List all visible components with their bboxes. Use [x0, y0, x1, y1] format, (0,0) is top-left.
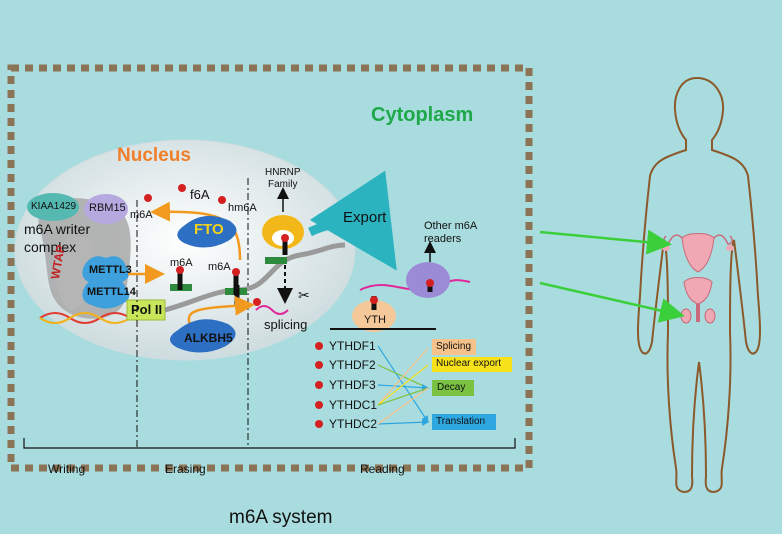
human-body-silhouette: [637, 76, 761, 494]
outcome-box-nuclear-export: [432, 357, 512, 372]
uterus-icon: [662, 233, 734, 273]
yth-label: YTH: [364, 314, 386, 326]
male-reproductive-icon: [680, 277, 716, 324]
m6a-dot-1: [176, 266, 184, 274]
stage-writing: Writing: [48, 462, 86, 476]
m6a-label-mid-2: m6A: [208, 261, 231, 273]
dot-m6a-left: [144, 194, 152, 202]
arrow-to-uterus: [539, 229, 672, 255]
outcome-box-splicing: [432, 339, 476, 355]
arrow-to-male-organ: [539, 281, 685, 323]
arrow-alkbh5-loop: [187, 295, 255, 326]
dna-helix-a: [39, 312, 131, 324]
reader-ythdc1: YTHDC1: [329, 398, 378, 412]
rbm15-ellipse: [84, 194, 128, 224]
other-readers-label-1: Other m6A: [424, 220, 478, 232]
hnrnp-dot: [281, 234, 289, 242]
reader-ythdc2: YTHDC2: [329, 417, 378, 431]
hm6a-label: hm6A: [228, 202, 257, 214]
reader-bullet-5: [315, 420, 323, 428]
reader-bullet-2: [315, 361, 323, 369]
dot-f6a: [178, 184, 186, 192]
bracket-writing: [23, 438, 137, 449]
fto-blob: [177, 215, 237, 248]
m6a-label-left: m6A: [130, 209, 153, 221]
export-label: Export: [343, 209, 387, 226]
outcome-translation: Translation: [436, 416, 486, 427]
reader-bullet-4: [315, 401, 323, 409]
stage-reading: Reading: [360, 462, 405, 476]
reader-outcome-arrows: [377, 345, 430, 426]
mettl14-blob: [82, 278, 130, 309]
outcome-box-translation: [432, 414, 496, 430]
m6a-label-mid-1: m6A: [170, 257, 193, 269]
bracket-reading: [248, 438, 516, 449]
mettl3-label: METTL3: [89, 264, 132, 276]
dot-hm6a: [218, 196, 226, 204]
splicing-fragment: [255, 305, 289, 315]
exon-3: [265, 257, 287, 264]
reader-ythdf1: YTHDF1: [329, 339, 376, 353]
dashed-border-frame: [7, 64, 533, 472]
rbm15-label: RBM15: [89, 202, 126, 214]
cytoplasm-title: Cytoplasm: [371, 104, 474, 126]
yth-dot: [370, 296, 378, 304]
writer-complex-label-1: m6A writer: [24, 221, 91, 237]
kiaa1429-label: KIAA1429: [31, 201, 77, 212]
mettl14-label: METTL14: [87, 286, 136, 298]
hnrnp-label-2: Family: [268, 179, 298, 190]
fto-label: FTO: [194, 221, 224, 238]
splicing-label: splicing: [264, 317, 308, 332]
m6a-dot-2: [232, 268, 240, 276]
hnrnp-label-1: HNRNP: [265, 167, 301, 178]
page-title: m6A system: [229, 507, 333, 528]
outcome-decay: Decay: [437, 382, 466, 393]
reader-ythdf2: YTHDF2: [329, 358, 376, 372]
nucleus-title: Nucleus: [117, 145, 191, 166]
outcome-nuclear-export: Nuclear export: [436, 358, 502, 369]
yth-protein: [352, 300, 396, 332]
stage-erasing: Erasing: [165, 462, 206, 476]
kiaa1429-ellipse: [27, 193, 79, 221]
writer-complex-label-2: complex: [24, 239, 77, 255]
outcome-splicing: Splicing: [436, 341, 472, 352]
pol-ii-label: Pol II: [131, 302, 163, 317]
reader-ythdf3: YTHDF3: [329, 378, 376, 392]
alkbh5-blob: [170, 319, 236, 353]
reader-bullet-1: [315, 342, 323, 350]
other-readers-label-2: readers: [424, 233, 462, 245]
f6a-label: f6A: [190, 187, 210, 202]
reader-bullet-3: [315, 381, 323, 389]
alkbh5-label: ALKBH5: [184, 331, 233, 345]
export-arrow: [308, 170, 397, 271]
dna-helix-b: [39, 312, 131, 324]
scissors-icon: ✂: [298, 288, 310, 304]
other-reader-dot: [426, 279, 434, 287]
dot-eraser: [253, 298, 261, 306]
outcome-box-decay: [432, 380, 474, 396]
